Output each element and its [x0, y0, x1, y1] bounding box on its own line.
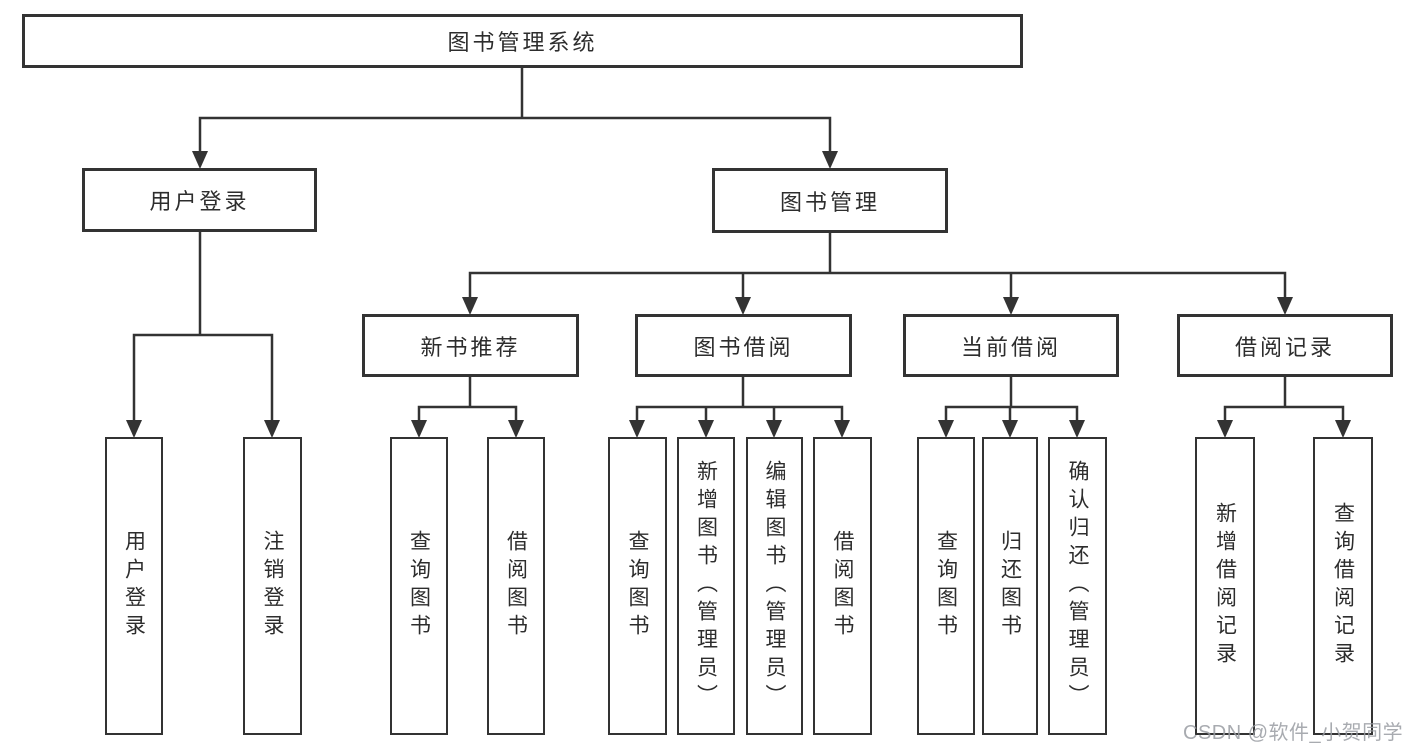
node-borrow-records: 借阅记录	[1177, 314, 1393, 377]
leaf-borrow-borrow-books: 借阅图书	[813, 437, 872, 735]
leaf-user-login: 用户登录	[105, 437, 163, 735]
connector-userlogin-children	[126, 230, 280, 438]
connector-records-children	[1217, 375, 1351, 438]
node-book-borrow: 图书借阅	[635, 314, 852, 377]
leaf-newbook-borrow-books: 借阅图书	[487, 437, 545, 735]
node-new-book-recommend: 新书推荐	[362, 314, 579, 377]
leaf-borrow-edit-book-admin: 编辑图书（管理员）	[746, 437, 803, 735]
leaf-current-return-books: 归还图书	[982, 437, 1038, 735]
leaf-current-query-books: 查询图书	[917, 437, 975, 735]
node-root-system: 图书管理系统	[22, 14, 1023, 68]
connector-root-to-level2	[192, 66, 838, 169]
connector-bookmgmt-to-level3	[462, 231, 1293, 315]
leaf-newbook-query-books: 查询图书	[390, 437, 448, 735]
node-user-login: 用户登录	[82, 168, 317, 232]
connector-newbook-children	[411, 375, 524, 438]
leaf-records-add-record: 新增借阅记录	[1195, 437, 1255, 735]
connector-currentborrow-children	[938, 375, 1085, 438]
leaf-records-query-record: 查询借阅记录	[1313, 437, 1373, 735]
csdn-watermark: CSDN @软件_小贺同学	[1183, 722, 1404, 744]
leaf-borrow-query-books: 查询图书	[608, 437, 667, 735]
leaf-borrow-add-book-admin: 新增图书（管理员）	[677, 437, 735, 735]
connector-bookborrow-children	[629, 375, 850, 438]
node-book-management: 图书管理	[712, 168, 948, 233]
leaf-current-confirm-return-admin: 确认归还（管理员）	[1048, 437, 1107, 735]
node-current-borrow: 当前借阅	[903, 314, 1119, 377]
leaf-logout: 注销登录	[243, 437, 302, 735]
